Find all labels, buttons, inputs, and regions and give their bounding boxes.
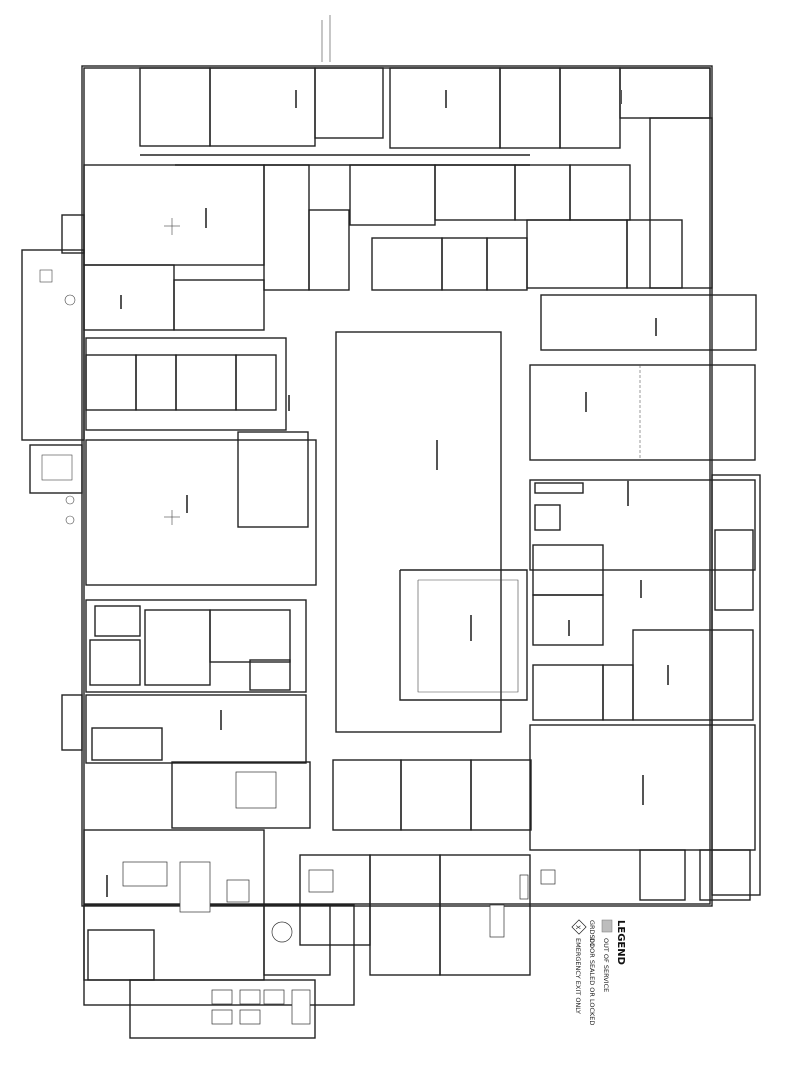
left-lower-rooms [85,599,311,829]
left-middle-rooms [85,337,317,586]
upper-left-rooms [83,164,350,331]
out-of-service-swatch [601,919,613,933]
room-labels [106,90,669,897]
legend-emergency-exit: EMERGENCY EXIT ONLY [574,938,582,1014]
exterior-features [39,269,76,525]
right-rooms [529,294,757,721]
legend-out-of-service: OUT OF SERVICE [602,938,610,992]
legend: LEGEND OUT OF SERVICE GRDS01 DOOR SEALED… [571,919,626,1025]
building-outline [21,65,761,1039]
exterior-utility [321,15,331,62]
bottom-left-rooms [83,829,331,1025]
legend-door-sealed-code: GRDS01 [588,920,596,947]
bottom-middle-rooms [299,759,532,976]
legend-title: LEGEND [615,920,626,965]
upper-middle-rooms [349,164,683,291]
central-hall [335,331,528,733]
top-rooms [139,67,711,166]
lower-right-rooms [529,724,756,901]
legend-emergency-exit-code: X [574,925,582,930]
emergency-exit-icon [571,919,587,935]
legend-door-sealed: DOOR SEALED OR LOCKED [588,938,596,1025]
